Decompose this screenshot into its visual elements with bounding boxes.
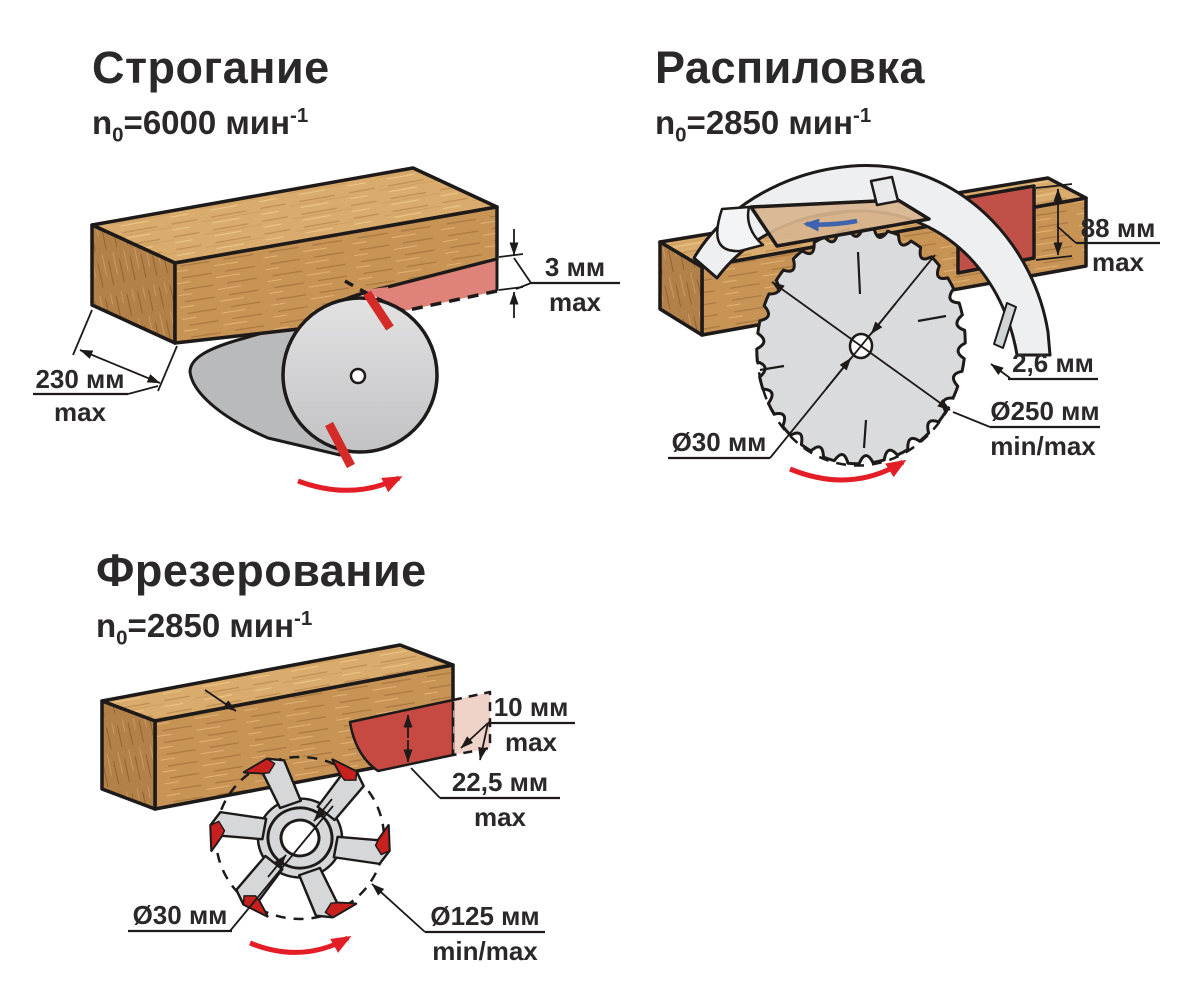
- rotation-arrow-icon: [789, 459, 907, 483]
- milling-wood-beam: [100, 643, 455, 811]
- chip-layer: [364, 259, 497, 311]
- planing-width-value: 230 мм: [35, 364, 124, 394]
- blade-diameter-lines: [769, 254, 951, 459]
- push-block-handle: [869, 175, 900, 207]
- planing-heading: Строгание n0=6000 мин-1: [92, 42, 330, 148]
- rotation-arrow-icon: [297, 475, 403, 493]
- feed-arrow-icon: [803, 218, 858, 232]
- blade-minmax-dashed-circle: [755, 354, 955, 467]
- planing-depth-qualifier: max: [549, 287, 602, 317]
- milling-cutter-qualifier: min/max: [432, 936, 538, 966]
- drum-blade-top: [363, 290, 394, 331]
- speed-rest: =6000 мин: [123, 104, 291, 141]
- push-block: [716, 175, 931, 253]
- planing-width-qualifier: max: [54, 397, 107, 427]
- push-block-front-curl: [716, 205, 765, 253]
- sawing-blade-value: Ø250 мм: [990, 396, 1099, 426]
- drum-center-hole: [349, 367, 367, 385]
- milling-depth-value: 10 мм: [494, 692, 569, 722]
- sawing-kerf-value: 2,6 мм: [1012, 348, 1094, 378]
- speed-rest: =2850 мин: [686, 104, 854, 141]
- milled-groove-extension: [451, 690, 492, 757]
- planing-illustration: 3 мм max 230 мм max: [33, 166, 620, 493]
- sawing-blade-qualifier: min/max: [990, 431, 1096, 461]
- sawing-title: Распиловка: [655, 42, 926, 93]
- planing-speed: n0=6000 мин-1: [92, 104, 330, 148]
- milling-speed: n0=2850 мин-1: [96, 607, 427, 651]
- rotation-arrow-icon: [249, 935, 352, 955]
- milling-cutter-value: Ø125 мм: [430, 901, 539, 931]
- planing-wood-block: [90, 166, 499, 345]
- speed-base: n: [92, 104, 113, 141]
- wood-side-face: [100, 699, 157, 811]
- wood-side-face: [658, 240, 704, 337]
- sawing-heading: Распиловка n0=2850 мин-1: [655, 42, 925, 148]
- speed-sub: 0: [116, 626, 128, 650]
- milling-title: Фрезерование: [96, 545, 427, 596]
- milling-heading: Фрезерование n0=2850 мин-1: [96, 545, 427, 651]
- drum-blade-bottom: [325, 421, 355, 469]
- speed-base: n: [655, 104, 676, 141]
- milling-groove-value: 22,5 мм: [452, 767, 548, 797]
- speed-sub: 0: [675, 123, 687, 147]
- speed-sup: -1: [294, 607, 313, 630]
- milled-groove-face: [348, 698, 455, 773]
- sawing-speed: n0=2850 мин-1: [655, 104, 925, 148]
- speed-sub: 0: [112, 123, 124, 147]
- sawing-dimensions: [668, 183, 1160, 460]
- speed-sup: -1: [290, 104, 309, 127]
- riving-knife: [993, 302, 1017, 349]
- chip-layer-top-edge: [387, 257, 499, 291]
- speed-sup: -1: [853, 104, 872, 127]
- speed-rest: =2850 мин: [127, 607, 295, 644]
- sawing-height-value: 88 мм: [1081, 213, 1156, 243]
- milling-illustration: 10 мм max 22,5 мм max Ø30 мм Ø125 мм min…: [100, 643, 575, 966]
- sawing-bore-value: Ø30 мм: [672, 427, 767, 457]
- planing-depth-value: 3 мм: [545, 252, 605, 282]
- sawing-illustration: 88 мм max 2,6 мм Ø250 мм min/max Ø30 мм: [658, 164, 1160, 483]
- speed-base: n: [96, 607, 117, 644]
- planing-dimensions: [33, 229, 620, 396]
- cutter-bore: [279, 818, 321, 858]
- milling-groove-qualifier: max: [474, 802, 527, 832]
- planing-title: Строгание: [92, 42, 330, 93]
- sawing-height-qualifier: max: [1092, 247, 1145, 277]
- milling-dimensions: [128, 689, 575, 934]
- milling-depth-qualifier: max: [505, 727, 558, 757]
- milling-bore-value: Ø30 мм: [133, 900, 228, 930]
